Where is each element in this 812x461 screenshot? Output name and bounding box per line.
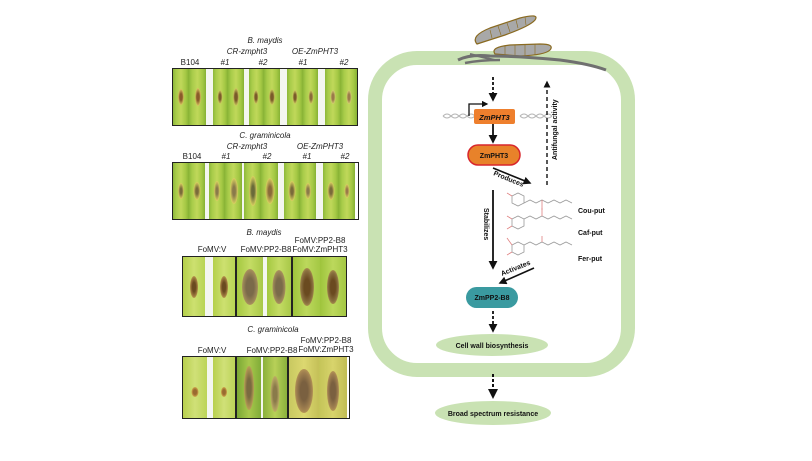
cou-put-structure xyxy=(506,192,573,210)
panel4-pathogen-label: C. graminicola xyxy=(247,325,299,334)
panel1-leaf-image xyxy=(172,68,358,126)
panel3-pathogen-label: B. maydis xyxy=(246,228,282,237)
metabolite-cou-put: Cou-put xyxy=(578,208,605,215)
panel2-pathogen-label: C. graminicola xyxy=(239,131,291,140)
panel1-col-label-b104: B104 xyxy=(180,58,200,67)
panel2-col-label-b104: B104 xyxy=(182,152,202,161)
cell-wall xyxy=(368,51,635,377)
panel3-col-label-combo2: FoMV:ZmPHT3 xyxy=(292,245,348,254)
panel2-leaf-image xyxy=(172,162,359,220)
cell-wall-biosynthesis-label: Cell wall biosynthesis xyxy=(456,343,529,350)
panel3-col-label-pp2: FoMV:PP2-B8 xyxy=(238,245,294,254)
arrow-produces xyxy=(492,167,532,185)
arrow-activates xyxy=(498,267,535,285)
zmpht3-protein-node xyxy=(467,144,521,166)
panel3-col-label-combo1: FoMV:PP2-B8 xyxy=(294,236,346,245)
protein-label: ZmPHT3 xyxy=(480,153,509,160)
gene-label: ZmPHT3 xyxy=(478,113,510,122)
panel4-col-label-combo1: FoMV:PP2-B8 xyxy=(300,336,352,345)
zmpp2-b8-node xyxy=(466,287,518,308)
broad-resistance-label: Broad spectrum resistance xyxy=(448,411,538,418)
panel1-col-label-oe1: #1 xyxy=(298,58,308,67)
zmpp2-b8-label: ZmPP2-B8 xyxy=(474,295,509,302)
metabolite-caf-put: Caf-put xyxy=(578,230,603,237)
produces-label: Produces xyxy=(492,170,524,188)
fungus-icon xyxy=(457,15,607,72)
antifungal-label: Antifungal activity xyxy=(552,99,559,160)
metabolite-fer-put: Fer-put xyxy=(578,256,603,263)
panel1-group-cr-label: CR-zmpht3 xyxy=(226,47,268,56)
panel4-col-label-pp2: FoMV:PP2-B8 xyxy=(246,346,298,355)
panel3-col-label-pp2-text: FoMV:PP2-B8 xyxy=(240,245,292,254)
panel2-col-label-oe2: #2 xyxy=(340,152,350,161)
caf-put-structure xyxy=(506,208,573,230)
panel2-group-cr-label: CR-zmpht3 xyxy=(226,142,268,151)
broad-resistance-node xyxy=(435,401,551,425)
stabilizes-label: Stabilizes xyxy=(482,208,489,240)
panel3-col-label-v: FoMV:V xyxy=(197,245,227,254)
panel3-leaf-image xyxy=(182,256,347,317)
panel4-col-label-combo2: FoMV:ZmPHT3 xyxy=(298,345,354,354)
panel2-col-label-cr2: #2 xyxy=(262,152,272,161)
cell-wall-biosynthesis-node xyxy=(436,334,548,356)
panel2-col-label-cr1: #1 xyxy=(221,152,231,161)
panel1-group-oe-label: OE-ZmPHT3 xyxy=(291,47,339,56)
panel1-col-label-cr1: #1 xyxy=(220,58,230,67)
panel1-pathogen-label: B. maydis xyxy=(247,36,283,45)
gene-box xyxy=(474,109,515,124)
panel2-col-label-oe1: #1 xyxy=(302,152,312,161)
panel1-col-label-oe2: #2 xyxy=(339,58,349,67)
panel2-group-oe-label: OE-ZmPHT3 xyxy=(296,142,344,151)
panel1-col-label-cr2: #2 xyxy=(258,58,268,67)
fer-put-structure xyxy=(506,236,573,256)
panel4-col-label-v: FoMV:V xyxy=(197,346,227,355)
promoter-arrow xyxy=(468,100,489,116)
panel4-leaf-image xyxy=(182,356,350,419)
